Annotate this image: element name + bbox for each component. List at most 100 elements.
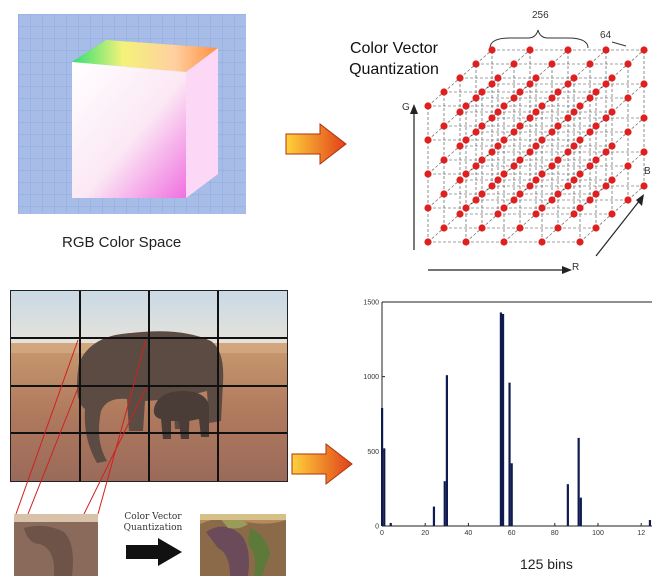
lattice-node [640,46,648,54]
lattice-node [564,182,572,190]
lattice-node [472,162,480,170]
lattice-node [462,204,470,212]
x-tick-label: 20 [421,530,429,537]
lattice-node [548,162,556,170]
lattice-node [548,94,556,102]
lattice-node [640,80,648,88]
lattice-node [516,190,524,198]
histogram-bar [501,313,505,526]
lattice-node [548,60,556,68]
quantization-step-caption: Color Vector Quantization [123,512,183,533]
histogram-bar [381,408,384,526]
axis-label-g: G [402,102,410,113]
lattice-node [586,94,594,102]
rgb-color-cube-image [18,14,246,214]
x-tick-label: 100 [592,530,604,537]
lattice-node [624,162,632,170]
lattice-node [532,210,540,218]
histogram-bar [566,484,569,526]
lattice-node [586,162,594,170]
lattice-node [586,60,594,68]
lattice-node [624,60,632,68]
histogram-bar [432,506,436,526]
lattice-node [602,148,610,156]
lattice-node [500,136,508,144]
lattice-node [510,94,518,102]
color-vector-quantization-title: Color Vector Quantization [330,38,458,80]
x-tick-label: 12 [637,530,645,537]
lattice-node [494,142,502,150]
lattice-node [548,128,556,136]
x-tick-label: 80 [551,530,559,537]
lattice-node [526,148,534,156]
lattice-node [526,114,534,122]
lattice-node [494,176,502,184]
lattice-node [554,88,562,96]
x-tick-label: 0 [380,530,384,537]
lattice-node [478,122,486,130]
lattice-node [554,224,562,232]
lattice-node [538,170,546,178]
lattice-node [456,74,464,82]
dimension-label-256: 256 [532,10,549,21]
lattice-node [576,136,584,144]
lattice-node [532,142,540,150]
lattice-node [570,210,578,218]
lattice-node [592,224,600,232]
lattice-node [570,74,578,82]
lattice-node [554,122,562,130]
lattice-node [494,210,502,218]
lattice-node [640,182,648,190]
lattice-node [538,204,546,212]
rgb-color-space-caption: RGB Color Space [62,234,182,251]
lattice-node [592,190,600,198]
lattice-node [472,128,480,136]
lattice-node [526,46,534,54]
lattice-node [500,102,508,110]
lattice-node [500,170,508,178]
lattice-node [608,176,616,184]
histogram-bar [389,523,392,526]
histogram-bar [499,312,502,526]
quantized-patch-image [200,514,286,576]
lattice-node [510,162,518,170]
lattice-node [576,238,584,246]
lattice-node [624,128,632,136]
x-tick-label: 60 [508,530,516,537]
lattice-node [570,142,578,150]
lattice-node [526,182,534,190]
lattice-node [640,148,648,156]
lattice-node [516,88,524,96]
lattice-node [532,108,540,116]
lattice-node [424,204,432,212]
lattice-node [586,128,594,136]
lattice-node [440,190,448,198]
lattice-node [592,156,600,164]
lattice-node [564,114,572,122]
lattice-node [472,60,480,68]
lattice-node [440,224,448,232]
elephant-photo-grid [10,290,288,482]
axis-label-b: B [644,166,651,177]
lattice-node [570,108,578,116]
lattice-node [516,122,524,130]
lattice-node [538,102,546,110]
lattice-node [586,196,594,204]
lattice-node [440,156,448,164]
y-tick-label: 1000 [363,374,379,381]
lattice-node [494,74,502,82]
lattice-node [456,210,464,218]
lattice-node [478,156,486,164]
title-line-2: Quantization [349,61,439,78]
lattice-node [462,238,470,246]
lattice-node [554,190,562,198]
histogram-bar [383,448,386,526]
lattice-node [488,114,496,122]
original-patch-image [14,514,98,576]
lattice-node [440,122,448,130]
black-arrow-icon [126,538,182,566]
lattice-node [570,176,578,184]
lattice-node [478,224,486,232]
histogram-bar [579,497,582,526]
title-line-1: Color Vector [349,40,439,57]
